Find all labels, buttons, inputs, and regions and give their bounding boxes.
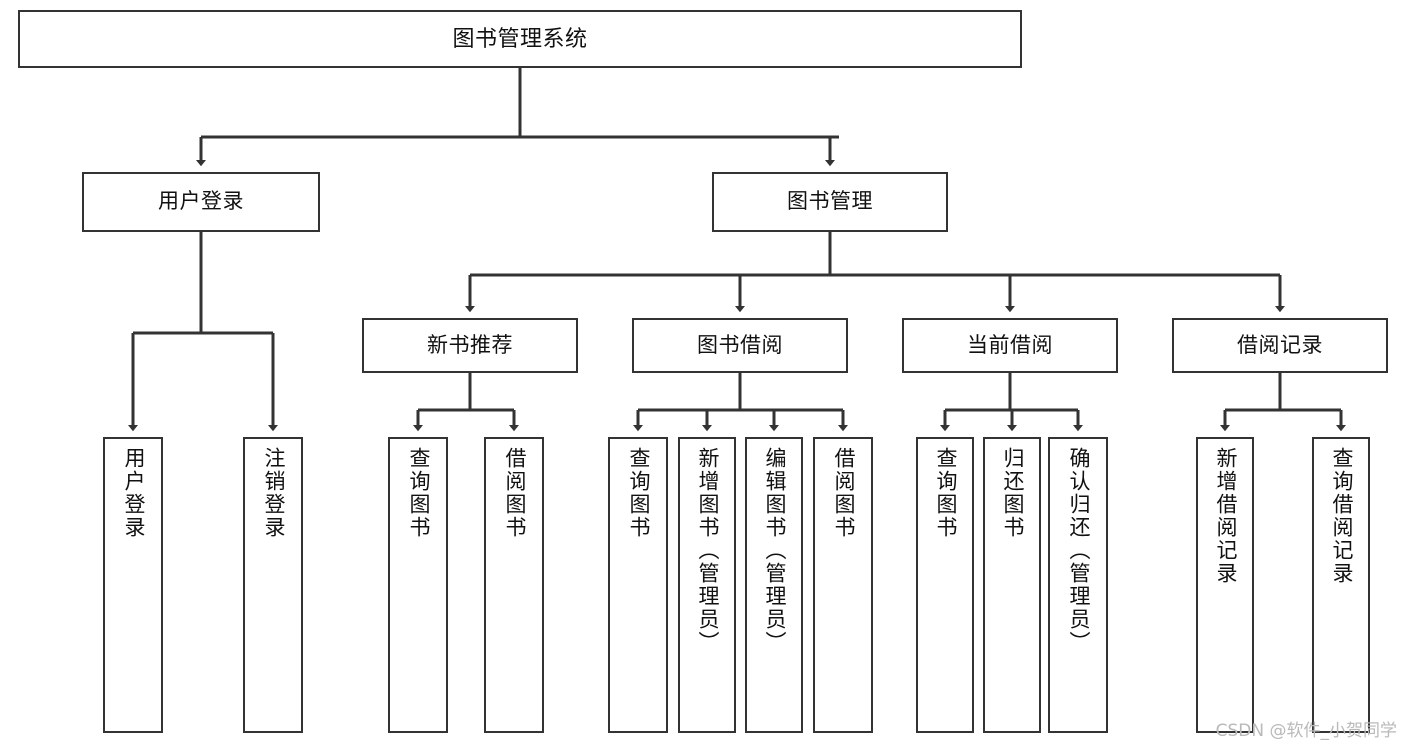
node-new-book-rec[interactable]: 新书推荐 [362, 318, 578, 373]
node-leaf-user-login[interactable]: 用户登录 [103, 437, 163, 733]
node-borrow-record[interactable]: 借阅记录 [1172, 318, 1388, 373]
node-leaf-borrow-book-2-label: 借阅图书 [832, 447, 856, 539]
node-leaf-user-logout[interactable]: 注销登录 [243, 437, 303, 733]
node-leaf-query-book-2[interactable]: 查询图书 [608, 437, 668, 733]
node-leaf-add-record[interactable]: 新增借阅记录 [1196, 437, 1254, 733]
csdn-watermark: CSDN @软件_小贺同学 [1215, 721, 1397, 741]
node-leaf-confirm-return[interactable]: 确认归还（管理员） [1048, 437, 1108, 733]
node-leaf-borrow-book-1-label: 借阅图书 [503, 447, 527, 539]
node-leaf-add-book[interactable]: 新增图书（管理员） [678, 437, 736, 733]
node-leaf-return-book[interactable]: 归还图书 [983, 437, 1041, 733]
node-leaf-add-record-label: 新增借阅记录 [1214, 447, 1238, 585]
node-book-borrow[interactable]: 图书借阅 [632, 318, 848, 373]
node-root[interactable]: 图书管理系统 [18, 10, 1022, 68]
node-leaf-return-book-label: 归还图书 [1001, 447, 1025, 539]
node-book-manage[interactable]: 图书管理 [712, 172, 948, 232]
node-book-borrow-label: 图书借阅 [697, 333, 783, 357]
node-leaf-user-logout-label: 注销登录 [262, 447, 286, 539]
node-leaf-user-login-label: 用户登录 [122, 447, 146, 539]
node-leaf-add-book-label: 新增图书（管理员） [696, 447, 720, 654]
node-current-borrow[interactable]: 当前借阅 [902, 318, 1118, 373]
node-new-book-rec-label: 新书推荐 [427, 333, 513, 357]
node-leaf-edit-book[interactable]: 编辑图书（管理员） [745, 437, 803, 733]
node-book-manage-label: 图书管理 [787, 190, 873, 214]
node-leaf-query-book-2-label: 查询图书 [627, 447, 651, 539]
node-leaf-query-book-3[interactable]: 查询图书 [916, 437, 974, 733]
node-leaf-confirm-return-label: 确认归还（管理员） [1067, 447, 1091, 654]
node-leaf-query-book-3-label: 查询图书 [934, 447, 958, 539]
node-leaf-query-record[interactable]: 查询借阅记录 [1312, 437, 1370, 733]
node-leaf-query-book-1[interactable]: 查询图书 [388, 437, 448, 733]
node-user-login-label: 用户登录 [158, 190, 244, 214]
node-root-label: 图书管理系统 [452, 25, 588, 51]
node-borrow-record-label: 借阅记录 [1237, 333, 1323, 357]
node-leaf-query-record-label: 查询借阅记录 [1330, 447, 1354, 585]
node-user-login[interactable]: 用户登录 [82, 172, 320, 232]
node-leaf-query-book-1-label: 查询图书 [407, 447, 431, 539]
node-leaf-edit-book-label: 编辑图书（管理员） [763, 447, 787, 654]
node-leaf-borrow-book-1[interactable]: 借阅图书 [484, 437, 544, 733]
node-current-borrow-label: 当前借阅 [967, 333, 1053, 357]
node-leaf-borrow-book-2[interactable]: 借阅图书 [813, 437, 873, 733]
